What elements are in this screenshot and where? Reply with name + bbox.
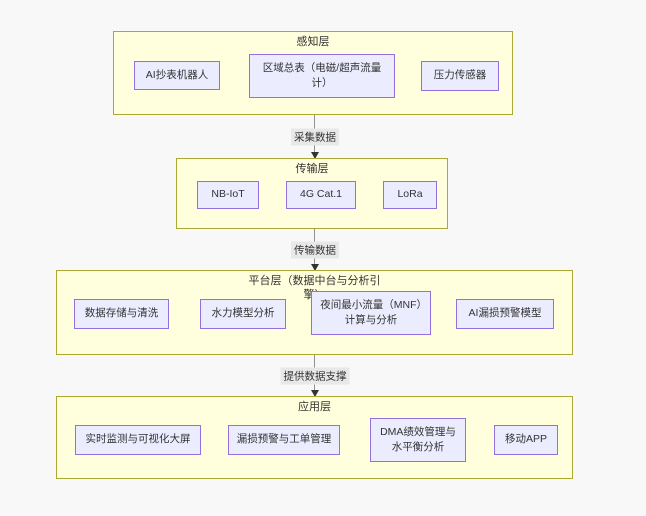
node-district-master-meter: 区域总表（电磁/超声流量计） <box>249 54 395 98</box>
node-4g-cat1: 4G Cat.1 <box>286 181 356 209</box>
layer-perception: 感知层 AI抄表机器人 区域总表（电磁/超声流量计） 压力传感器 <box>113 31 513 115</box>
node-mnf-calculation-analysis: 夜间最小流量（MNF）计算与分析 <box>311 291 431 335</box>
edge-label-collect-data: 采集数据 <box>291 128 339 145</box>
edge-label-transmit-data: 传输数据 <box>291 241 339 258</box>
arrow-down-icon <box>310 264 319 271</box>
node-ai-meter-robot: AI抄表机器人 <box>134 61 220 90</box>
node-pressure-sensor: 压力传感器 <box>421 61 499 91</box>
node-hydraulic-model-analysis: 水力模型分析 <box>200 299 286 329</box>
layer-application-title: 应用层 <box>298 401 331 413</box>
node-nb-iot: NB-IoT <box>197 181 259 209</box>
node-ai-leak-warning-model: AI漏损预警模型 <box>456 299 554 329</box>
layer-perception-title: 感知层 <box>296 36 330 48</box>
layer-transmission-title: 传输层 <box>295 163 329 175</box>
node-lora: LoRa <box>383 181 437 209</box>
node-leak-warning-workorder: 漏损预警与工单管理 <box>228 425 340 455</box>
arrow-down-icon <box>310 152 319 159</box>
layer-transmission: 传输层 NB-IoT 4G Cat.1 LoRa <box>176 158 448 229</box>
layer-platform: 平台层（数据中台与分析引擎） 数据存储与清洗 水力模型分析 夜间最小流量（MNF… <box>56 270 573 355</box>
edge-collect-data: 采集数据 <box>291 115 339 159</box>
node-dma-performance-water-balance: DMA绩效管理与水平衡分析 <box>370 418 466 462</box>
layer-application: 应用层 实时监测与可视化大屏 漏损预警与工单管理 DMA绩效管理与水平衡分析 移… <box>56 396 573 479</box>
edge-label-provide-data-support: 提供数据支撑 <box>280 367 350 384</box>
arrow-down-icon <box>310 390 319 397</box>
node-realtime-monitoring-dashboard: 实时监测与可视化大屏 <box>75 425 201 455</box>
node-mobile-app: 移动APP <box>494 425 558 455</box>
node-data-storage-cleaning: 数据存储与清洗 <box>74 299 169 329</box>
edge-provide-data-support: 提供数据支撑 <box>280 355 350 397</box>
edge-transmit-data: 传输数据 <box>291 229 339 271</box>
